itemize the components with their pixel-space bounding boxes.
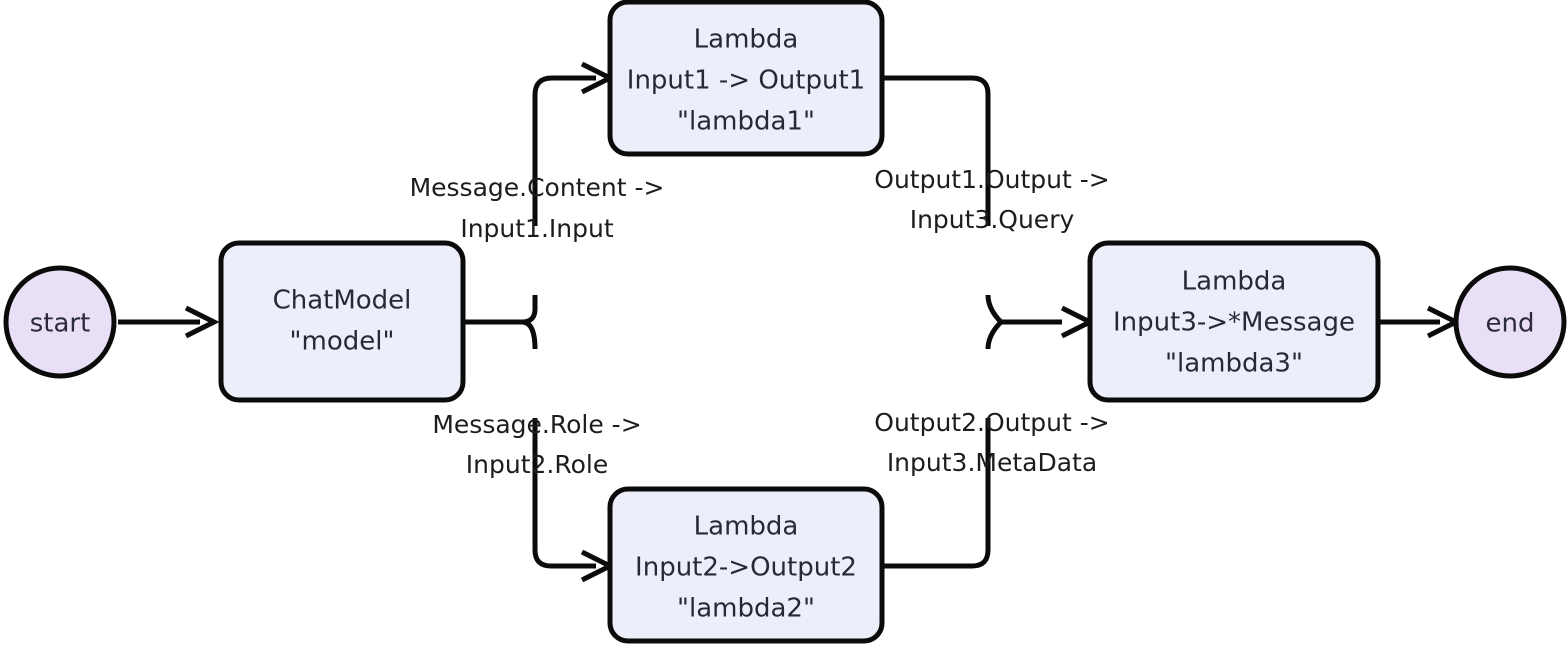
edge-label-line1: Message.Content -> [410, 173, 665, 202]
edge-label-line2: Input3.Query [910, 205, 1075, 234]
lambda3-line2: Input3->*Message [1113, 308, 1355, 338]
edge-merge-to-lambda3 [985, 294, 1096, 350]
arrowhead-icon [184, 305, 220, 339]
edge-line-lower-merge [985, 320, 1003, 350]
node-lambda1[interactable]: Lambda Input1 -> Output1 "lambda1" [607, 0, 885, 157]
lambda3-line1: Lambda [1182, 267, 1287, 297]
node-chatmodel[interactable]: ChatModel "model" [218, 240, 466, 403]
edge-lambda2-to-lambda3: Output2.Output -> Input3.MetaData [874, 408, 1110, 569]
chatmodel-box[interactable] [218, 240, 466, 403]
lambda1-line1: Lambda [694, 25, 799, 55]
edge-lambda1-to-lambda3: Output1.Output -> Input3.Query [874, 75, 1110, 234]
start-label: start [30, 309, 91, 339]
lambda1-box[interactable] [607, 0, 885, 157]
lambda1-line2: Input1 -> Output1 [627, 66, 865, 96]
edge-label-line2: Input1.Input [460, 214, 614, 243]
edge-line-up-branch [463, 295, 538, 325]
edge-line [532, 418, 596, 569]
lambda2-line1: Lambda [694, 512, 799, 542]
chatmodel-line1: ChatModel [273, 286, 412, 316]
edge-model-to-lambda2: Message.Role -> Input2.Role [432, 410, 642, 583]
edge-line [882, 418, 991, 569]
edge-line-down-branch [521, 319, 538, 350]
edge-label-line1: Message.Role -> [432, 410, 641, 439]
edge-model-split [463, 295, 538, 350]
edge-line [882, 75, 991, 226]
edge-label-line2: Input3.MetaData [887, 448, 1097, 477]
node-lambda3[interactable]: Lambda Input3->*Message "lambda3" [1087, 240, 1381, 403]
edge-start-to-model [118, 305, 220, 339]
node-end[interactable]: end [1453, 265, 1567, 379]
node-lambda2[interactable]: Lambda Input2->Output2 "lambda2" [607, 486, 885, 644]
chatmodel-line2: "model" [290, 327, 395, 357]
edge-lambda3-to-end [1378, 305, 1462, 339]
lambda2-box[interactable] [607, 486, 885, 644]
lambda2-line3: "lambda2" [677, 594, 815, 624]
edge-line [532, 75, 596, 226]
edge-model-to-lambda1: Message.Content -> Input1.Input [410, 61, 665, 243]
edge-line-upper-merge [985, 294, 1062, 325]
lambda3-line3: "lambda3" [1165, 349, 1303, 379]
lambda3-box[interactable] [1087, 240, 1381, 403]
edge-label-line1: Output2.Output -> [874, 408, 1109, 437]
start-circle[interactable] [3, 265, 117, 379]
end-circle[interactable] [1453, 265, 1567, 379]
node-start[interactable]: start [3, 265, 117, 379]
lambda2-line2: Input2->Output2 [635, 553, 857, 583]
lambda1-line3: "lambda1" [677, 107, 815, 137]
end-label: end [1486, 309, 1535, 339]
edge-label-line1: Output1.Output -> [874, 165, 1109, 194]
edge-label-line2: Input2.Role [466, 450, 608, 479]
arrowhead-icon [1060, 305, 1096, 339]
